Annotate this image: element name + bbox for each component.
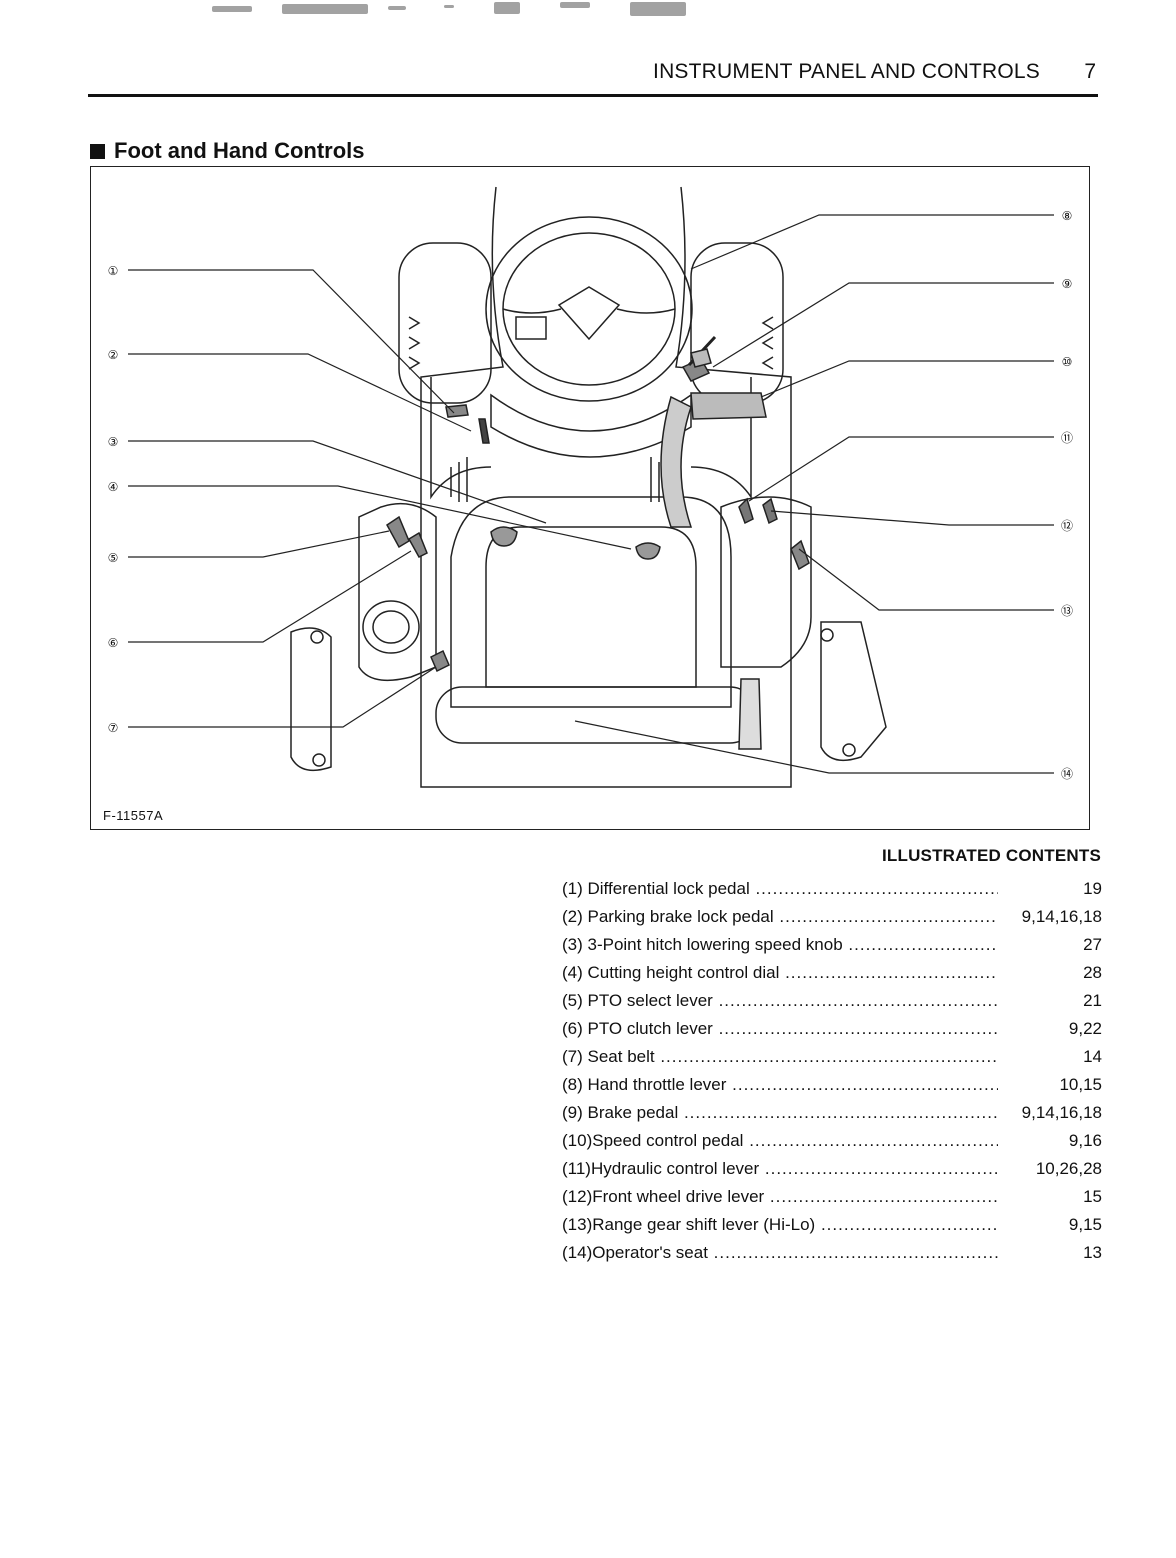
- steering-wheel: [485, 216, 693, 402]
- callout-7: ⑦: [108, 721, 119, 735]
- contents-list: (1) Differential lock pedal 19 (2) Parking…: [562, 876, 1102, 1268]
- callout-11: ⑪: [1061, 431, 1073, 445]
- contents-item-pages: 9,14,16,18: [1021, 907, 1102, 926]
- contents-item-pages: 10,26,28: [1035, 1159, 1102, 1178]
- contents-item-label: (11)Hydraulic control lever: [562, 1156, 998, 1182]
- square-bullet-icon: [90, 143, 105, 159]
- callout-4: ④: [108, 480, 119, 494]
- section-heading-text: Foot and Hand Controls: [114, 138, 365, 163]
- contents-item-pages: 19: [1083, 879, 1102, 898]
- contents-item: (7) Seat belt 14: [562, 1044, 1102, 1072]
- tractor-controls-illustration: ① ② ③ ④ ⑤ ⑥ ⑦ ⑧ ⑨ ⑩ ⑪ ⑫ ⑬ ⑭: [108, 186, 1073, 788]
- callout-10: ⑩: [1062, 355, 1073, 369]
- right-console: [720, 496, 812, 668]
- contents-item-label: (9) Brake pedal: [562, 1100, 998, 1126]
- contents-item-pages: 9,16: [1068, 1131, 1102, 1150]
- page-number: 7: [1084, 60, 1096, 83]
- section-heading: Foot and Hand Controls: [90, 138, 365, 164]
- contents-item: (4) Cutting height control dial 28: [562, 960, 1102, 988]
- contents-item: (2) Parking brake lock pedal 9,14,16,18: [562, 904, 1102, 932]
- hood-outline: [420, 186, 792, 788]
- callout-3: ③: [108, 435, 119, 449]
- callout-13: ⑬: [1061, 604, 1073, 618]
- contents-item-label: (6) PTO clutch lever: [562, 1016, 998, 1042]
- contents-item: (3) 3-Point hitch lowering speed knob 27: [562, 932, 1102, 960]
- contents-heading: ILLUSTRATED CONTENTS: [881, 846, 1101, 865]
- contents-item-pages: 21: [1083, 991, 1102, 1010]
- speed-pedal-arm: [660, 395, 693, 528]
- contents-item-pages: 9,22: [1068, 1019, 1102, 1038]
- callout-1: ①: [108, 264, 119, 278]
- contents-item: (9) Brake pedal 9,14,16,18: [562, 1100, 1102, 1128]
- contents-item-label: (8) Hand throttle lever: [562, 1072, 998, 1098]
- contents-item-pages: 9,15: [1068, 1215, 1102, 1234]
- callout-9: ⑨: [1062, 277, 1073, 291]
- contents-item-pages: 9,14,16,18: [1021, 1103, 1102, 1122]
- contents-item-label: (13)Range gear shift lever (Hi-Lo): [562, 1212, 998, 1238]
- front-tire-right: [690, 242, 784, 404]
- header-title: INSTRUMENT PANEL AND CONTROLS: [653, 60, 1040, 83]
- dashboard: [490, 393, 692, 458]
- contents-item-label: (7) Seat belt: [562, 1044, 998, 1070]
- contents-item-label: (2) Parking brake lock pedal: [562, 904, 998, 930]
- callout-8: ⑧: [1062, 209, 1073, 223]
- left-armrest: [290, 627, 332, 772]
- callout-6: ⑥: [108, 636, 119, 650]
- contents-item: (11)Hydraulic control lever 10,26,28: [562, 1156, 1102, 1184]
- contents-item: (13)Range gear shift lever (Hi-Lo) 9,15: [562, 1212, 1102, 1240]
- contents-item: (6) PTO clutch lever 9,22: [562, 1016, 1102, 1044]
- figure-code: F-11557A: [103, 808, 164, 823]
- page-header: INSTRUMENT PANEL AND CONTROLS 7: [88, 58, 1098, 97]
- contents-item: (14)Operator's seat 13: [562, 1240, 1102, 1268]
- contents-item-label: (1) Differential lock pedal: [562, 876, 998, 902]
- contents-item-label: (3) 3-Point hitch lowering speed knob: [562, 932, 998, 958]
- contents-item-pages: 10,15: [1059, 1075, 1102, 1094]
- contents-item: (5) PTO select lever 21: [562, 988, 1102, 1016]
- callout-12: ⑫: [1061, 519, 1073, 533]
- contents-item-label: (12)Front wheel drive lever: [562, 1184, 998, 1210]
- contents-item: (12)Front wheel drive lever 15: [562, 1184, 1102, 1212]
- contents-item-label: (10)Speed control pedal: [562, 1128, 998, 1154]
- contents-item-label: (4) Cutting height control dial: [562, 960, 998, 986]
- callout-5: ⑤: [108, 551, 119, 565]
- contents-item-label: (5) PTO select lever: [562, 988, 998, 1014]
- controls-figure: ① ② ③ ④ ⑤ ⑥ ⑦ ⑧ ⑨ ⑩ ⑪ ⑫ ⑬ ⑭ F-11557A: [90, 166, 1090, 830]
- contents-item: (8) Hand throttle lever 10,15: [562, 1072, 1102, 1100]
- contents-item-pages: 14: [1083, 1047, 1102, 1066]
- contents-item: (1) Differential lock pedal 19: [562, 876, 1102, 904]
- front-tire-left: [398, 242, 492, 404]
- callout-14: ⑭: [1061, 767, 1073, 781]
- contents-item-pages: 28: [1083, 963, 1102, 982]
- callout-2: ②: [108, 348, 119, 362]
- contents-item-pages: 13: [1083, 1243, 1102, 1262]
- contents-item-label: (14)Operator's seat: [562, 1240, 998, 1266]
- contents-item-pages: 15: [1083, 1187, 1102, 1206]
- operators-seat: [450, 496, 732, 708]
- contents-item: (10)Speed control pedal 9,16: [562, 1128, 1102, 1156]
- contents-item-pages: 27: [1083, 935, 1102, 954]
- right-armrest: [820, 621, 887, 762]
